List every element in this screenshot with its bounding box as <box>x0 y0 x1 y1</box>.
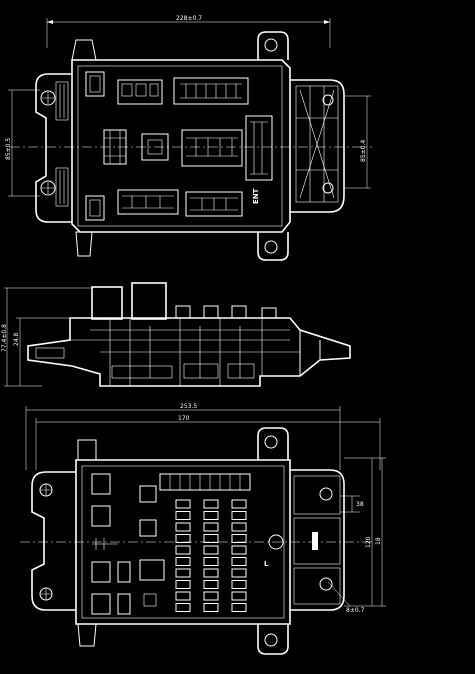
fuse-slot <box>231 568 247 578</box>
fuse-slot <box>231 534 247 543</box>
fuse-slot <box>203 511 219 520</box>
fuse-slot <box>203 591 219 601</box>
bottom-right-dimension-2: 18 <box>375 537 382 545</box>
fuse-slot <box>231 511 247 520</box>
fuse-slot <box>175 580 191 589</box>
fuse-slot <box>203 534 219 543</box>
fuse-slot <box>231 591 247 601</box>
fuse-slot <box>231 545 247 555</box>
circular-emblem-icon <box>268 534 284 550</box>
side-inner-dimension: 24.8 <box>13 332 20 346</box>
top-right-dimension: 85±0.4 <box>360 140 367 162</box>
fuse-slot <box>175 557 191 566</box>
fuse-slot <box>231 603 247 612</box>
fuse-slot <box>175 499 191 509</box>
fuse-slot <box>203 603 219 612</box>
fuse-slot <box>203 522 219 532</box>
side-height-dimension: 77.4±0.8 <box>1 324 8 352</box>
fuse-slot <box>175 568 191 578</box>
fuse-slot <box>231 522 247 532</box>
top-left-dimension: 85±0.5 <box>5 138 12 160</box>
fuse-slot <box>203 499 219 509</box>
top-part-label: ENT <box>252 188 260 204</box>
bottom-hole-dimension: 8±0.7 <box>346 607 365 614</box>
bottom-view: 253.5 170 120 18 38 8±0.7 <box>20 403 386 655</box>
fuse-slot <box>175 534 191 543</box>
fuse-slot <box>175 522 191 532</box>
fuse-slot <box>203 580 219 589</box>
bottom-overall-dimension: 253.5 <box>180 403 197 410</box>
bottom-small-dimension: 38 <box>356 501 364 508</box>
fuse-grid <box>175 499 247 612</box>
fuse-slot <box>175 511 191 520</box>
fuse-slot <box>203 545 219 555</box>
fuse-slot <box>231 580 247 589</box>
fuse-slot <box>203 557 219 566</box>
top-view: 228±0.7 85±0.5 85±0.4 <box>5 15 372 261</box>
fuse-slot <box>175 603 191 612</box>
bottom-inner-width-dimension: 170 <box>178 415 190 422</box>
top-width-dimension: 228±0.7 <box>176 15 202 22</box>
fuse-slot <box>203 568 219 578</box>
side-view: 77.4±0.8 24.8 <box>1 282 351 387</box>
fuse-slot <box>231 557 247 566</box>
fuse-slot <box>175 591 191 601</box>
fuse-slot <box>175 545 191 555</box>
bottom-part-label: L <box>264 560 269 568</box>
fuse-slot <box>231 499 247 509</box>
